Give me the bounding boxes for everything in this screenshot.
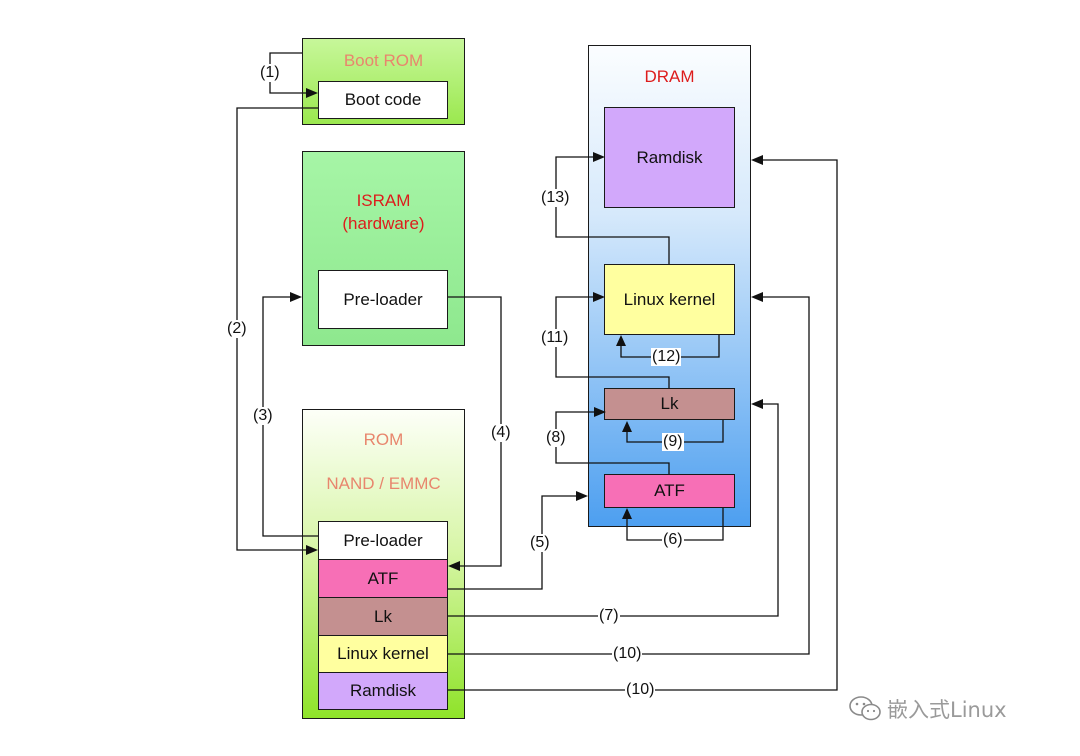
step-label-6: (6)	[662, 531, 684, 549]
rom-lk-box: Lk	[318, 597, 448, 636]
dram-lk-box: Lk	[604, 388, 735, 420]
step-label-12: (12)	[651, 348, 682, 366]
rom-subtitle: NAND / EMMC	[326, 474, 441, 493]
step-label-10-ramdisk: (10)	[625, 681, 656, 699]
dram-title: DRAM	[644, 67, 695, 86]
wechat-icon	[849, 696, 881, 721]
watermark-text: 嵌入式Linux	[887, 698, 1007, 722]
step-label-11: (11)	[540, 329, 570, 347]
step-label-9: (9)	[662, 433, 684, 451]
rom-atf-box: ATF	[318, 559, 448, 598]
step-label-10-kernel: (10)	[612, 645, 643, 663]
step-label-13: (13)	[540, 189, 571, 207]
watermark: 嵌入式Linux	[847, 694, 1007, 724]
isram-preloader-box: Pre-loader	[318, 270, 448, 329]
isram-subtitle: (hardware)	[342, 214, 425, 233]
dram-atf-box: ATF	[604, 474, 735, 508]
rom-title: ROM	[363, 430, 404, 449]
boot-rom-title: Boot ROM	[343, 51, 424, 70]
step-label-8: (8)	[545, 429, 567, 447]
step-label-2: (2)	[226, 320, 248, 338]
rom-preloader-box: Pre-loader	[318, 521, 448, 560]
step-label-3: (3)	[252, 407, 274, 425]
rom-linux-kernel-box: Linux kernel	[318, 635, 448, 673]
isram-title: ISRAM	[356, 191, 411, 210]
step-label-4: (4)	[490, 424, 512, 442]
step-label-7: (7)	[598, 607, 620, 625]
step-label-5: (5)	[529, 534, 551, 552]
rom-ramdisk-box: Ramdisk	[318, 672, 448, 710]
dram-ramdisk-box: Ramdisk	[604, 107, 735, 208]
dram-linux-kernel-box: Linux kernel	[604, 264, 735, 335]
boot-code-box: Boot code	[318, 81, 448, 119]
step-label-1: (1)	[259, 64, 281, 82]
